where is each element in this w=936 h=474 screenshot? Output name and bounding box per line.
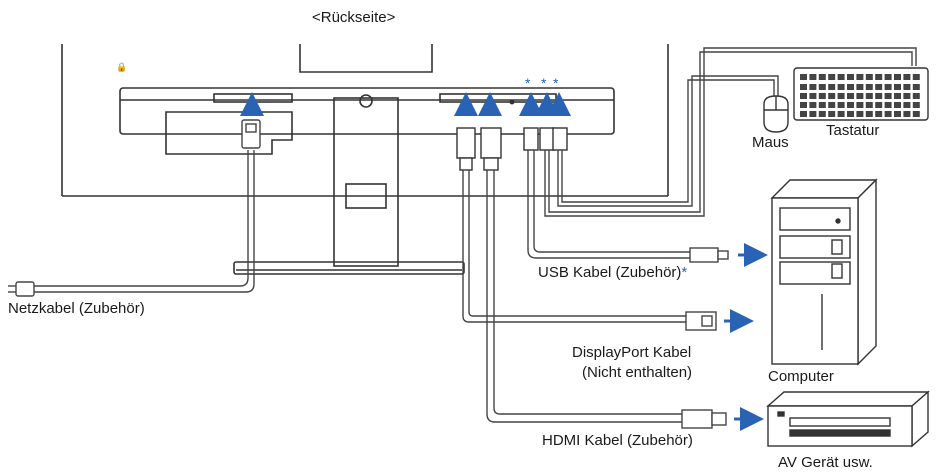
mouse-device [763,95,789,133]
label-usb-text: USB Kabel (Zubehör) [538,264,682,281]
keyboard-key [903,74,911,80]
keyboard-key [818,111,826,117]
keyboard-key [828,111,836,117]
monitor-back: 🔒 [61,44,669,275]
keyboard-key [800,102,807,108]
keyboard-key [809,93,817,99]
diagram-title: <Rückseite> [312,9,396,26]
usb-port-marker-3: * [553,75,559,91]
keyboard-key [809,102,817,108]
keyboard-key [912,102,920,108]
svg-text:🔒: 🔒 [116,62,127,72]
keyboard-key [800,84,807,90]
keyboard-key [809,74,817,80]
keyboard-key [856,111,864,117]
keyboard-key [856,74,864,80]
power-cable [8,119,261,297]
keyboard-key [828,102,836,108]
keyboard-key [884,84,892,90]
keyboard-key [894,102,901,108]
label-tastatur: Tastatur [826,122,880,139]
label-usb-cable: USB Kabel (Zubehör)* [538,264,687,282]
keyboard-key [809,84,817,90]
keyboard-key [837,74,845,80]
dp-hdmi-plugs [456,127,502,171]
label-netzkabel: Netzkabel (Zubehör) [8,300,145,317]
port-arrows [240,92,571,116]
keyboard-key [884,93,892,99]
keyboard-key [884,111,892,117]
keyboard-key [856,93,864,99]
label-displayport-line2: (Nicht enthalten) [582,364,693,381]
label-displayport-line1: DisplayPort Kabel [572,344,692,361]
keyboard-key [903,102,911,108]
keyboard-key [856,84,864,90]
computer-tower [770,178,878,366]
usb-port-marker-2: * [541,75,547,91]
keyboard-key [865,111,873,117]
keyboard-key [912,74,920,80]
keyboard-key [894,84,901,90]
keyboard-key [818,93,826,99]
label-hdmi-cable: HDMI Kabel (Zubehör) [542,432,693,449]
keyboard-key [884,102,892,108]
keyboard-key [894,93,901,99]
keyboard-key [856,102,864,108]
keyboard-key [837,111,845,117]
keyboard-key [809,111,817,117]
usb-upstream-cable [527,150,729,263]
keyboard-key [894,74,901,80]
keyboard-key [800,93,807,99]
usb-plugs [523,127,568,151]
keyboard-key [828,84,836,90]
keyboard-key [847,102,854,108]
keyboard-device [793,67,929,121]
keyboard-key [875,93,883,99]
keyboard-key [865,84,873,90]
keyboard-key [837,102,845,108]
label-maus: Maus [752,134,789,151]
keyboard-key [818,102,826,108]
keyboard-key [884,74,892,80]
keyboard-key [903,111,911,117]
usb-asterisk: * [681,264,688,281]
keyboard-key [800,74,807,80]
keyboard-key [903,84,911,90]
usb-port-marker-1: * [525,75,531,91]
label-av-device: AV Gerät usw. [778,454,873,471]
keyboard-key [875,74,883,80]
keyboard-key [847,84,854,90]
hdmi-cable [486,170,727,429]
keyboard-key [837,93,845,99]
usb-peripheral-cables [544,47,917,217]
keyboard-key [875,102,883,108]
keyboard-key [828,74,836,80]
keyboard-key [912,84,920,90]
av-device [766,390,930,448]
keyboard-key [837,84,845,90]
keyboard-key [865,74,873,80]
keyboard-key [818,74,826,80]
keyboard-key [818,84,826,90]
keyboard-key [847,93,854,99]
displayport-cable [462,170,717,331]
keyboard-key [800,111,807,117]
keyboard-key [828,93,836,99]
keyboard-key [875,111,883,117]
keyboard-key [912,93,920,99]
label-computer: Computer [768,368,834,385]
keyboard-key [903,93,911,99]
keyboard-key [875,84,883,90]
keyboard-key [847,74,854,80]
keyboard-key [865,102,873,108]
keyboard-key [847,111,854,117]
keyboard-key [894,111,901,117]
keyboard-key [865,93,873,99]
keyboard-key [912,111,920,117]
